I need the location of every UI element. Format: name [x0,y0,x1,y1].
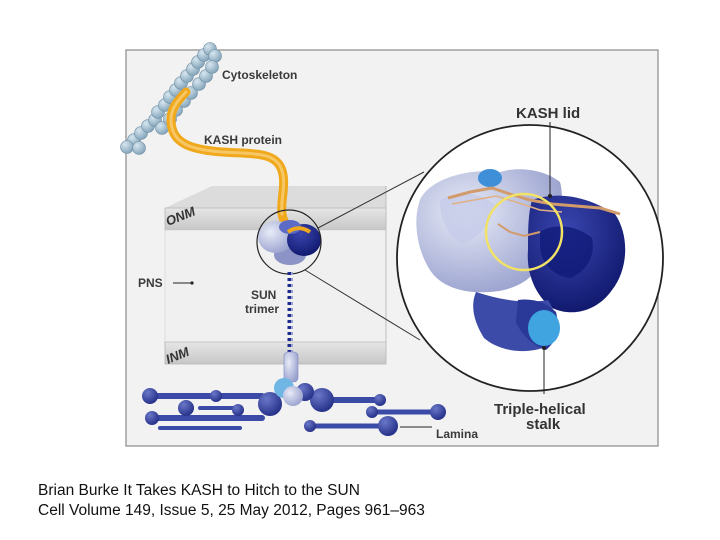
label-kash-protein: KASH protein [204,133,282,147]
label-sun-trimer-line2: trimer [245,302,279,316]
label-cytoskeleton: Cytoskeleton [222,68,297,82]
kash-lid-pointer-dot [548,194,552,198]
stalk-pointer-dot [542,346,546,350]
label-sun-trimer-line1: SUN [251,288,276,302]
pns-pointer-dot [190,281,193,284]
label-pns: PNS [138,276,163,290]
caption-citation: Cell Volume 149, Issue 5, 25 May 2012, P… [38,502,425,520]
label-triple-helical-line2: stalk [526,416,561,433]
label-kash-lid: KASH lid [516,105,580,122]
label-lamina: Lamina [436,427,478,441]
caption-title: Brian Burke It Takes KASH to Hitch to th… [38,482,360,500]
